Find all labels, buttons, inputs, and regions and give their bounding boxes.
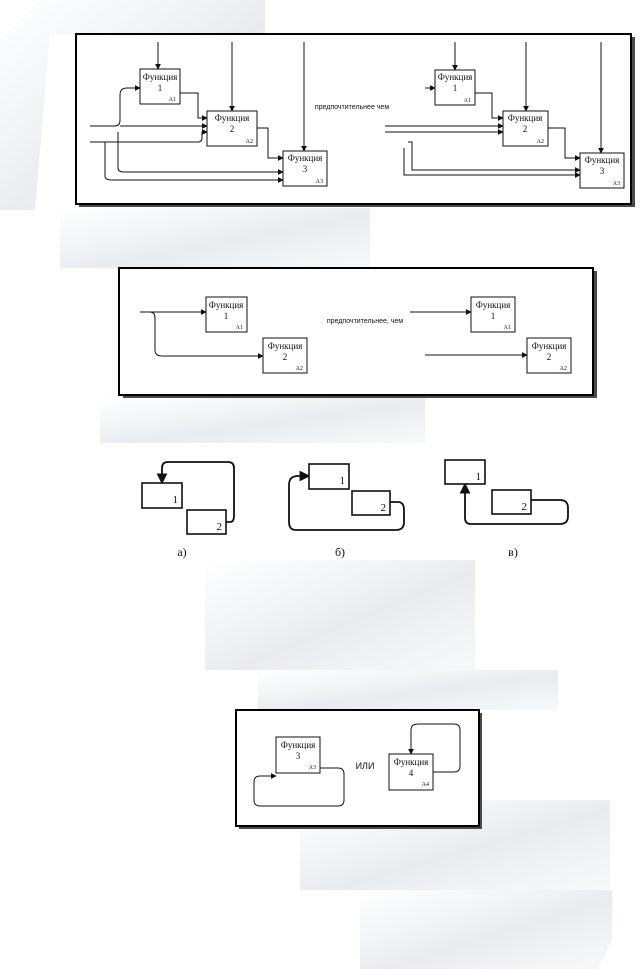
node-box-2	[351, 490, 391, 516]
arrows-right-panel	[410, 309, 528, 358]
function-label: Функция	[476, 300, 511, 310]
comparison-note: предпочтительнее, чем	[327, 318, 403, 325]
node-code: A3	[316, 179, 323, 185]
function-label: Функция	[268, 341, 303, 351]
function-number: 2	[283, 352, 288, 362]
variant-label: б)	[335, 545, 345, 559]
node-number: 2	[381, 502, 387, 514]
bg-shape	[100, 398, 425, 443]
function-label: Функция	[438, 72, 473, 82]
function-number: 2	[523, 124, 528, 134]
function-number: 3	[303, 164, 308, 174]
function-label: Функция	[585, 155, 620, 165]
node-number: 1	[476, 471, 482, 483]
function-number: 2	[547, 352, 552, 362]
bg-shape	[360, 890, 612, 969]
node-code: A2	[296, 366, 303, 372]
node-code: A1	[236, 325, 243, 331]
function-box-1-right: Функция 1 A1	[434, 69, 476, 106]
function-box-2-left: Функция 2 A2	[206, 110, 258, 147]
variant-c: 1 2 в)	[444, 459, 569, 559]
comparison-note: предпочтительнее чем	[315, 104, 389, 111]
function-number: 1	[158, 83, 163, 93]
function-box-2-left: Функция 2 A2	[262, 337, 308, 374]
function-box-4: Функция 4 A4	[388, 723, 461, 791]
bg-shape	[205, 560, 475, 670]
node-code: A3	[613, 181, 620, 187]
bg-shape	[258, 670, 558, 710]
bg-shape	[0, 0, 265, 210]
node-code: A2	[246, 139, 253, 145]
function-box-3: Функция 3 A3	[253, 736, 345, 807]
function-label: Функция	[532, 341, 567, 351]
function-label: Функция	[394, 757, 429, 767]
function-number: 1	[224, 311, 229, 321]
function-number: 4	[409, 768, 414, 778]
function-box-3-left: Функция 3 A3	[282, 150, 328, 187]
bg-shape	[60, 208, 370, 268]
variant-a: 1 2 а)	[141, 461, 235, 559]
node-box-1	[308, 463, 350, 490]
function-label: Функция	[209, 300, 244, 310]
function-number: 2	[230, 124, 235, 134]
node-number: 2	[217, 521, 223, 533]
function-number: 1	[491, 311, 496, 321]
node-code: A2	[560, 366, 567, 372]
function-box-1-left: Функция 1 A1	[205, 296, 248, 333]
function-box-1-right: Функция 1 A1	[470, 296, 516, 333]
function-number: 3	[296, 751, 301, 761]
node-code: A3	[309, 765, 316, 771]
node-box-2	[491, 489, 532, 515]
node-box-2	[186, 509, 227, 535]
node-box-1	[141, 482, 183, 509]
node-number: 1	[340, 475, 346, 487]
function-box-3-right: Функция 3 A3	[579, 152, 625, 189]
function-label: Функция	[288, 153, 323, 163]
function-label: Функция	[215, 113, 250, 123]
function-label: Функция	[281, 740, 316, 750]
or-label: ИЛИ	[356, 761, 375, 771]
node-number: 1	[173, 494, 179, 506]
function-number: 3	[600, 166, 605, 176]
node-code: A2	[537, 139, 544, 145]
arrows-left-panel	[140, 309, 264, 359]
function-label: Функция	[143, 72, 178, 82]
node-number: 2	[522, 501, 528, 513]
node-code: A1	[464, 98, 471, 104]
arrows-left-panel	[90, 42, 307, 183]
function-label: Функция	[508, 113, 543, 123]
node-box-1	[444, 459, 486, 485]
function-number: 1	[453, 83, 458, 93]
node-code: A4	[422, 782, 429, 788]
node-code: A1	[169, 97, 176, 103]
variant-label: в)	[508, 545, 518, 559]
arrows-right-panel	[385, 42, 604, 178]
variant-b: 1 2 б)	[288, 463, 405, 559]
variant-label: а)	[177, 545, 186, 559]
node-code: A1	[504, 325, 511, 331]
function-box-2-right: Функция 2 A2	[526, 337, 572, 374]
